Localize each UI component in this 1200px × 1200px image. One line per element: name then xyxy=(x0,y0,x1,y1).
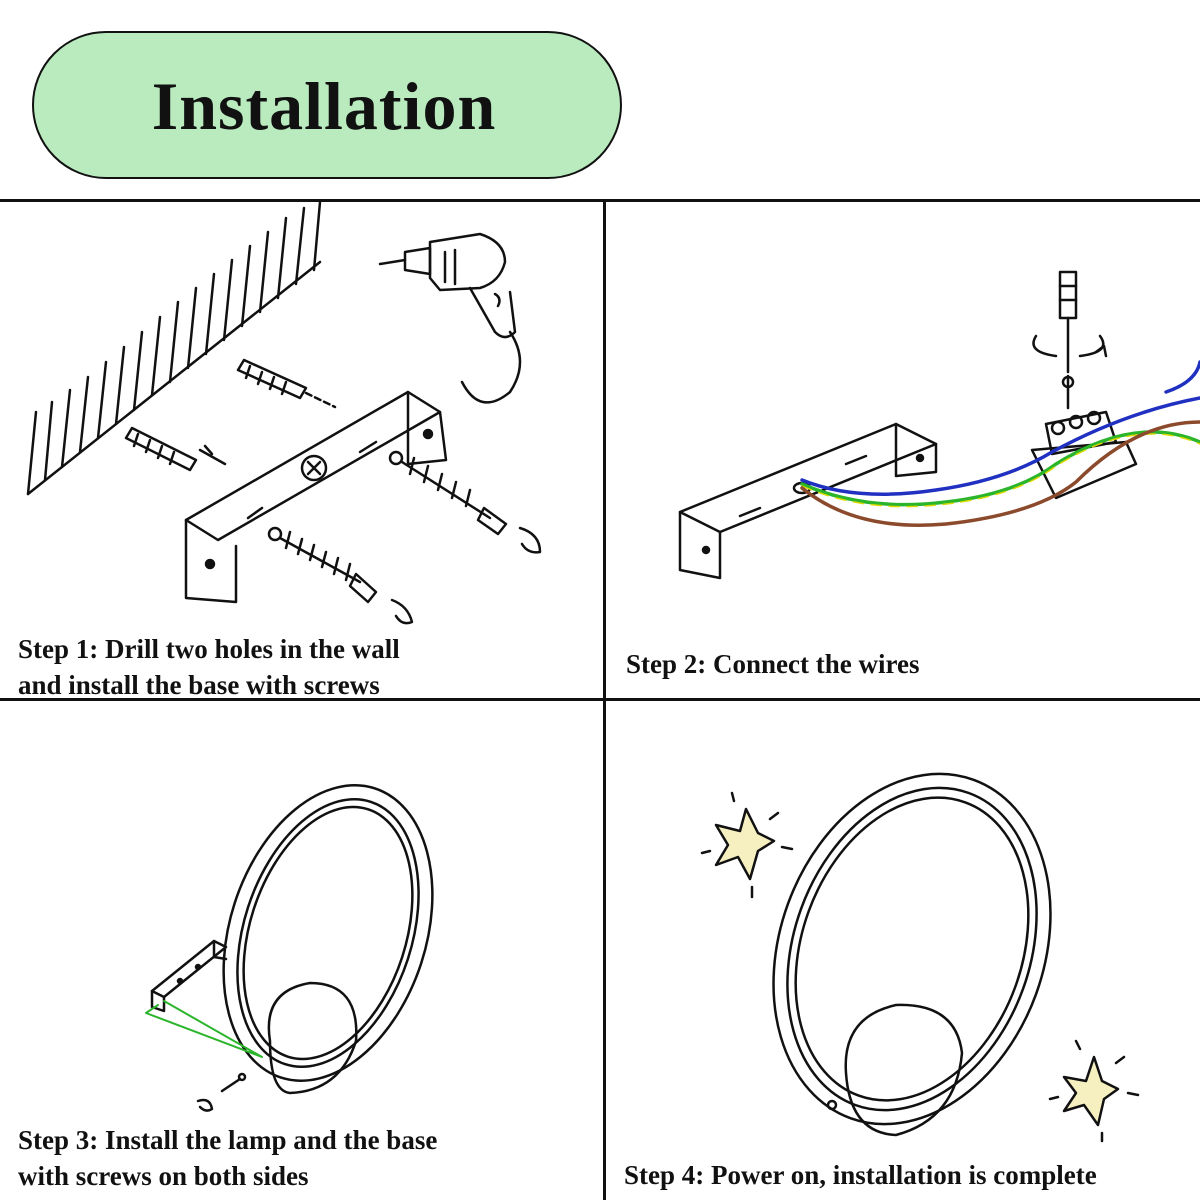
screw-upper xyxy=(388,450,542,554)
step-2-illustration xyxy=(678,270,1200,580)
step-3-illustration xyxy=(145,784,434,1112)
mounting-bracket xyxy=(184,390,448,604)
step-1-illustration xyxy=(26,202,542,625)
divider-middle xyxy=(0,698,1200,701)
star-icon xyxy=(1062,1055,1120,1127)
brown-wire xyxy=(800,420,1200,527)
star-sparkle xyxy=(1048,1039,1140,1143)
step-3-panel: Step 3: Install the lamp and the base wi… xyxy=(0,701,602,1200)
wall-hatching xyxy=(26,202,322,496)
step-2-caption: Step 2: Connect the wires xyxy=(626,646,919,682)
step-4-panel: Step 4: Power on, installation is comple… xyxy=(606,701,1200,1200)
alignment-guide-line xyxy=(145,1000,263,1058)
step-1-caption-line-2: and install the base with screws xyxy=(18,670,380,698)
mounting-bracket xyxy=(678,422,938,580)
screwdriver-icon xyxy=(1032,270,1108,374)
green-yellow-wire-stripe xyxy=(801,433,1200,508)
green-yellow-wire xyxy=(800,430,1200,507)
step-2-caption-line-1: Step 2: Connect the wires xyxy=(626,649,920,679)
screw-icon xyxy=(196,1072,247,1112)
blue-wire xyxy=(800,396,1200,496)
step-4-illustration xyxy=(700,772,1140,1143)
wall-anchor-left xyxy=(124,426,227,472)
step-3-caption-line-1: Step 3: Install the lamp and the base xyxy=(18,1125,438,1155)
step-4-caption: Step 4: Power on, installation is comple… xyxy=(624,1157,1097,1193)
step-2-panel: Step 2: Connect the wires xyxy=(606,202,1200,698)
ring-lamp-icon xyxy=(222,784,434,1095)
drill-icon xyxy=(378,232,522,404)
divider-vertical xyxy=(603,200,606,1200)
mounting-bracket xyxy=(150,939,228,1013)
title-banner: Installation xyxy=(32,31,622,179)
ring-lamp-icon xyxy=(772,772,1052,1137)
step-4-caption-line-1: Step 4: Power on, installation is comple… xyxy=(624,1160,1097,1190)
wall-anchor-top xyxy=(236,358,337,409)
step-1-caption: Step 1: Drill two holes in the wall and … xyxy=(18,631,400,698)
page-title: Installation xyxy=(151,67,497,144)
step-3-caption: Step 3: Install the lamp and the base wi… xyxy=(18,1122,437,1194)
divider-top xyxy=(0,199,1200,202)
step-3-caption-line-2: with screws on both sides xyxy=(18,1161,309,1191)
step-1-caption-line-1: Step 1: Drill two holes in the wall xyxy=(18,634,400,664)
star-icon xyxy=(714,807,776,881)
star-sparkle xyxy=(700,791,794,899)
screw-lower xyxy=(267,526,414,625)
blue-wire-end xyxy=(1164,360,1200,394)
step-1-panel: Step 1: Drill two holes in the wall and … xyxy=(0,202,602,698)
